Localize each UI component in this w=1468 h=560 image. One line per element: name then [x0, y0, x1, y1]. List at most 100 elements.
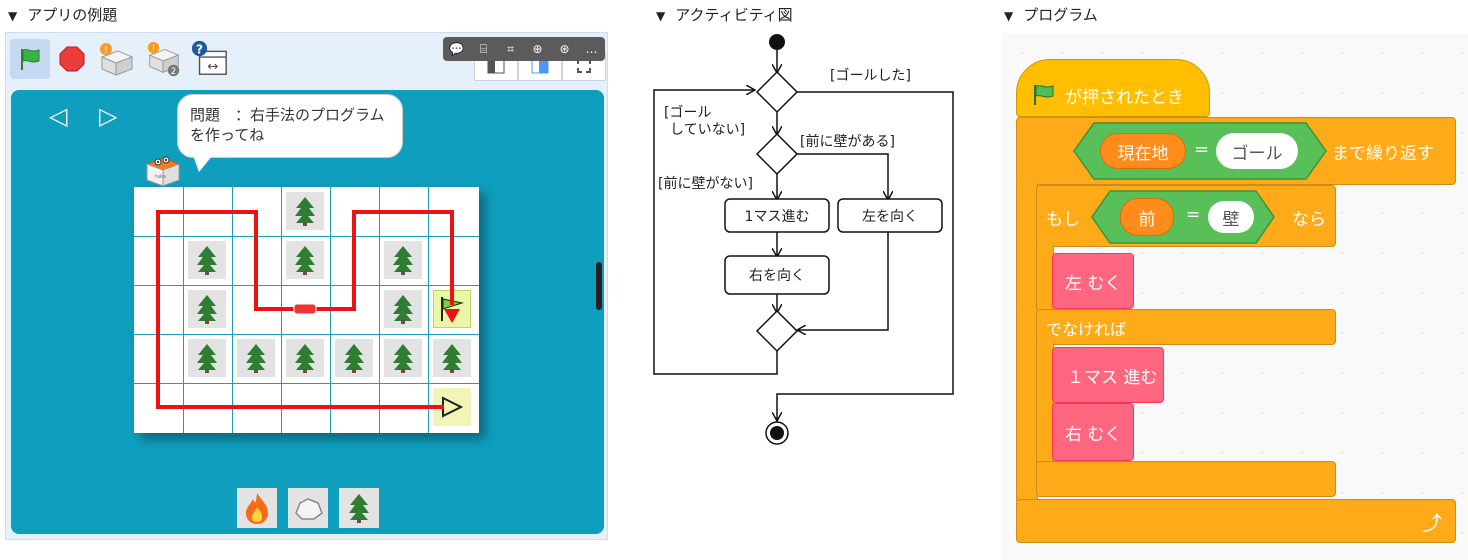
action-forward: [724, 198, 830, 233]
grid-line: [379, 187, 380, 433]
activity-diagram: [ゴールした] [ゴール していない] [前に壁がある] [前に壁がない] 1マ…: [648, 28, 968, 456]
section-title-app: ▼アプリの例題: [8, 6, 118, 24]
prev-arrow-icon[interactable]: ◁: [49, 102, 68, 130]
decision-wall: [755, 132, 799, 176]
grid-line: [134, 334, 479, 335]
tree-icon: [286, 241, 324, 279]
program-workspace: が押されたとき ⤴ 現在地 = ゴール まで繰り返す もし 前 = 壁 なら 左…: [1002, 33, 1468, 560]
grid-line: [134, 383, 479, 384]
activity-diagram-svg: [ゴールした] [ゴール していない] [前に壁がある] [前に壁がない] 1マ…: [653, 34, 954, 445]
else-block: [1036, 309, 1336, 345]
sprite-button-2[interactable]: ! 2: [144, 39, 184, 79]
stop-button[interactable]: [52, 39, 92, 79]
align-icon[interactable]: ⌸: [479, 41, 488, 56]
zoom-icon[interactable]: ⊕: [532, 42, 543, 56]
grid-line: [428, 187, 429, 433]
if-prefix: もし: [1046, 210, 1080, 230]
tree-icon: [433, 339, 471, 377]
bubble-text: 問題 ：右手法のプログラムを作ってね: [190, 106, 385, 144]
grid-line: [134, 285, 479, 286]
svg-text:↔: ↔: [207, 59, 218, 74]
palette-fire-icon[interactable]: [237, 488, 277, 528]
section-title-program: ▼プログラム: [1004, 6, 1098, 24]
svg-text:taka: taka: [155, 174, 166, 180]
grid-line: [183, 187, 184, 433]
repeat-value-input[interactable]: ゴール: [1216, 133, 1298, 169]
else-label: でなければ: [1046, 320, 1127, 339]
green-flag-icon: [21, 49, 40, 70]
tree-icon: [188, 290, 226, 328]
action-left: [837, 198, 943, 233]
box-warning-icon: !: [100, 43, 134, 76]
action-right: [724, 255, 830, 295]
action-left-text: 左を向く: [862, 209, 918, 225]
merge-node: [755, 309, 799, 353]
label-goal-reached: [ゴールした]: [830, 67, 911, 84]
repeat-suffix: まで繰り返す: [1332, 144, 1434, 164]
maze-grid: [134, 187, 479, 433]
crop-icon[interactable]: ⌗: [507, 41, 514, 56]
tree-icon: [188, 339, 226, 377]
tree-icon: [384, 241, 422, 279]
speech-bubble-tail: [191, 150, 217, 172]
variable-front[interactable]: 前: [1120, 198, 1174, 236]
if-suffix: なら: [1292, 210, 1326, 230]
scrollbar-handle[interactable]: [596, 262, 602, 310]
box-warning-2-icon: ! 2: [147, 41, 180, 77]
robot-sprite-icon[interactable]: taka: [143, 148, 183, 188]
turn-right-block[interactable]: 右 むく: [1052, 403, 1134, 461]
green-flag-icon: [1034, 85, 1054, 105]
repeat-until-arm: [1016, 183, 1038, 501]
app-toolbar: ! ! 2 ↔ ?: [6, 33, 609, 88]
more-icon[interactable]: …: [585, 42, 598, 56]
green-flag-button[interactable]: [10, 39, 50, 79]
tree-icon: [188, 241, 226, 279]
decision-goal: [755, 70, 799, 114]
repeat-until-footer: [1016, 499, 1456, 543]
if-eq-sign: =: [1186, 205, 1201, 225]
speech-bubble: 問題 ：右手法のプログラムを作ってね: [177, 94, 403, 158]
svg-text:2: 2: [171, 67, 176, 77]
tree-icon: [335, 339, 373, 377]
sprite-button-1[interactable]: !: [96, 39, 136, 79]
label-wall: [前に壁がある]: [800, 133, 895, 150]
repeat-eq-sign: =: [1194, 139, 1210, 160]
stop-icon: [59, 46, 85, 72]
tree-icon: [286, 339, 324, 377]
palette-tree-icon[interactable]: [339, 488, 379, 528]
start-node: [769, 34, 785, 50]
tree-icon: [384, 290, 422, 328]
if-else-footer: [1036, 461, 1336, 497]
comment-icon[interactable]: 💬: [449, 42, 464, 56]
grid-line: [232, 187, 233, 433]
label-not-goal-1: [ゴール: [664, 104, 711, 121]
label-not-goal-2: していない]: [670, 122, 745, 138]
section-title-diagram: ▼アクティビティ図: [656, 6, 793, 24]
label-no-wall: [前に壁がない]: [658, 175, 753, 192]
svg-text:!: !: [152, 43, 156, 54]
app-example-panel: ! ! 2 ↔ ?: [5, 32, 608, 540]
grid-line: [134, 236, 479, 237]
image-overlay-toolbar: 💬 ⌸ ⌗ ⊕ ⊛ …: [443, 37, 605, 61]
action-forward-text: 1マス進む: [745, 209, 810, 225]
if-value-input[interactable]: 壁: [1208, 201, 1254, 233]
tree-icon: [286, 192, 324, 230]
variable-current-position[interactable]: 現在地: [1100, 133, 1186, 169]
move-forward-block[interactable]: １マス 進む: [1052, 347, 1164, 403]
help-window-button[interactable]: ↔ ?: [190, 39, 230, 79]
palette-rock-icon[interactable]: [288, 488, 328, 528]
next-arrow-icon[interactable]: ▷: [99, 102, 118, 130]
tree-icon: [384, 339, 422, 377]
when-flag-clicked-block[interactable]: が押されたとき: [1016, 59, 1210, 117]
download-icon[interactable]: ⊛: [559, 42, 570, 56]
turn-left-block[interactable]: 左 むく: [1052, 253, 1134, 309]
action-right-text: 右を向く: [749, 268, 805, 284]
robot-path: [156, 210, 460, 409]
svg-text:!: !: [104, 45, 108, 56]
end-node-inner: [770, 426, 784, 440]
stage[interactable]: ◁ ▷ 問題 ：右手法のプログラムを作ってね taka: [11, 90, 604, 534]
tree-icon: [237, 339, 275, 377]
svg-text:?: ?: [196, 42, 203, 56]
help-window-icon: ↔ ?: [191, 40, 227, 75]
loop-arrow-icon: ⤴: [1422, 511, 1442, 535]
